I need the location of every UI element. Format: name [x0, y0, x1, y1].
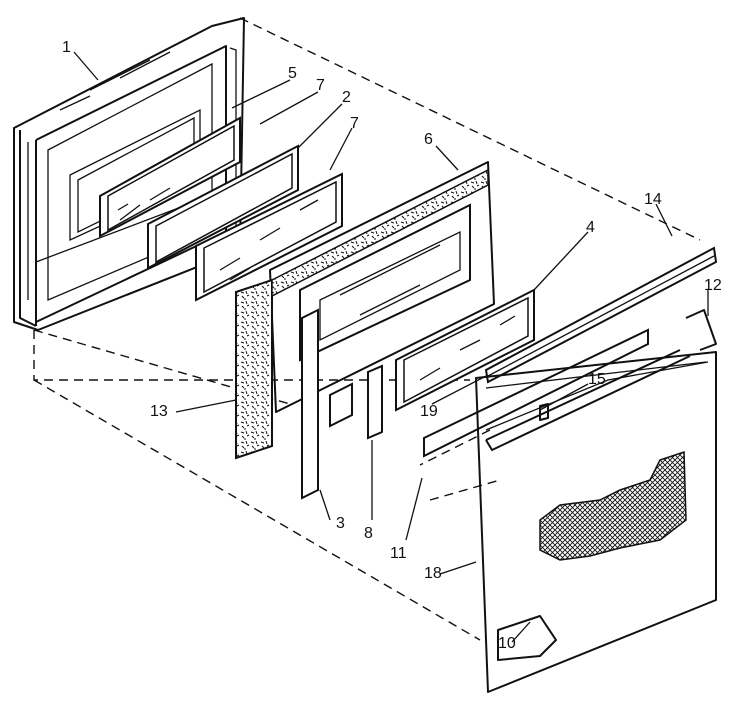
part-4-glass: [395, 288, 535, 412]
part-3-side-trim: [301, 308, 319, 500]
part-14-top-rail: [484, 246, 718, 384]
callout-14: 14: [644, 191, 662, 208]
part-7-lower-glass: [195, 172, 343, 302]
callout-12: 12: [704, 277, 722, 294]
callout-8: 8: [364, 525, 373, 542]
part-8-bracket: [329, 364, 383, 440]
part-13-insulation: [235, 168, 489, 460]
callout-3: 3: [336, 515, 345, 532]
callout-18: 18: [424, 565, 442, 582]
callout-1: 1: [62, 39, 71, 56]
callout-2: 2: [342, 89, 351, 106]
callout-6: 6: [424, 131, 433, 148]
callout-5: 5: [288, 65, 297, 82]
callout-10: 10: [498, 635, 516, 652]
leader-lines: [73, 51, 709, 643]
part-12-handle-bracket: [685, 309, 717, 351]
callout-15: 15: [588, 371, 606, 388]
part-6-inner-panel: [269, 161, 495, 413]
part-5-inner-frame: [99, 116, 241, 238]
callout-13: 13: [150, 403, 168, 420]
callout-7b: 7: [350, 115, 359, 132]
callout-4: 4: [586, 219, 595, 236]
callout-7a: 7: [316, 77, 325, 94]
part-2-glass-frame: [147, 144, 299, 270]
part-11-plate: [423, 328, 649, 458]
callout-19: 19: [420, 403, 438, 420]
alignment-dashed-lines: [33, 17, 701, 641]
callout-11: 11: [390, 545, 407, 562]
part-18-outer-door: [475, 349, 717, 693]
